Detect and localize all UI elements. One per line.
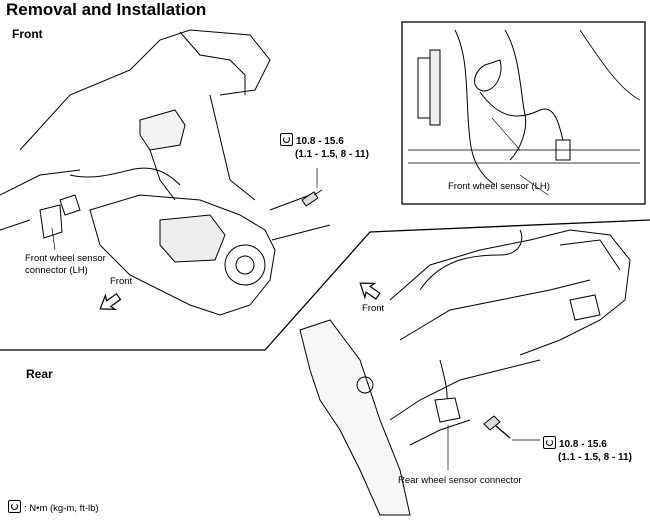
front-assembly-drawing	[0, 29, 331, 316]
torque-wrench-icon	[8, 500, 21, 513]
front-section-label: Front	[12, 27, 43, 41]
torque-wrench-icon	[543, 436, 556, 449]
front-bolt	[301, 168, 323, 207]
inset-detail-drawing	[408, 29, 641, 196]
front-torque-value: 10.8 - 15.6	[296, 136, 344, 147]
rear-torque-value: 10.8 - 15.6	[559, 439, 607, 450]
section-divider	[0, 219, 650, 351]
page-title: Removal and Installation	[6, 0, 207, 19]
rear-assembly-drawing	[299, 229, 631, 516]
front-direction-label: Front	[110, 276, 133, 287]
torque-wrench-icon	[280, 133, 293, 146]
inset-frame	[401, 21, 646, 205]
inset-sensor-label: Front wheel sensor (LH)	[448, 181, 550, 192]
rear-connector-label: Rear wheel sensor connector	[398, 475, 522, 486]
rear-section-label: Rear	[26, 367, 53, 381]
front-connector-leader	[51, 227, 56, 251]
front-direction-arrow	[99, 292, 122, 311]
units-legend-text: : N•m (kg-m, ft-lb)	[24, 503, 99, 514]
front-torque-converted: (1.1 - 1.5, 8 - 11)	[295, 149, 369, 160]
rear-direction-label: Front	[362, 303, 385, 314]
units-legend: : N•m (kg-m, ft-lb)	[8, 500, 99, 515]
rear-direction-arrow	[359, 282, 381, 300]
rear-torque-converted: (1.1 - 1.5, 8 - 11)	[558, 452, 632, 463]
front-connector-label: Front wheel sensor connector (LH)	[25, 253, 106, 276]
rear-bolt	[483, 415, 540, 441]
front-torque-spec: 10.8 - 15.6 (1.1 - 1.5, 8 - 11)	[280, 133, 369, 161]
rear-torque-spec: 10.8 - 15.6 (1.1 - 1.5, 8 - 11)	[543, 436, 632, 464]
